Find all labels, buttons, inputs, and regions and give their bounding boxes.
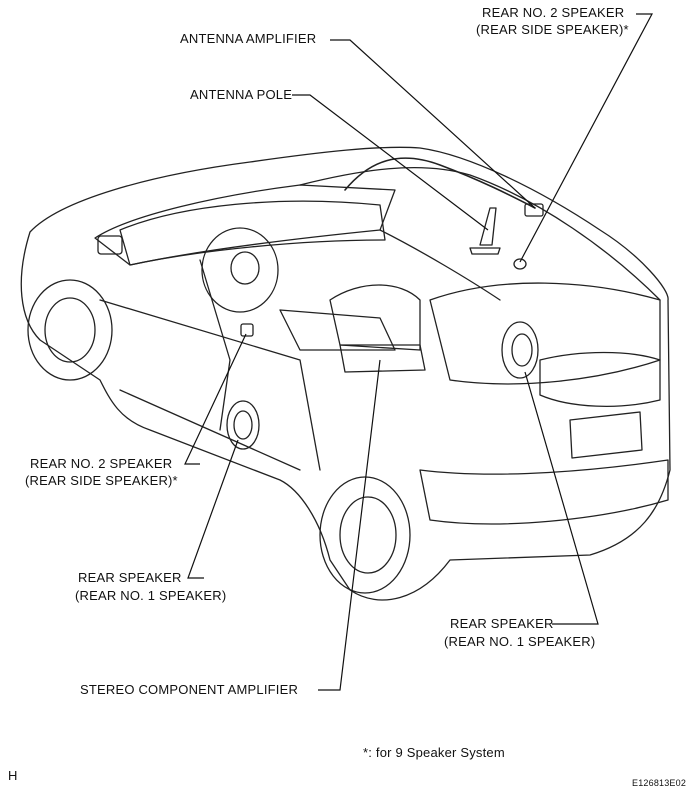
front-wheel (27, 279, 113, 381)
leader-rear-no2-left (184, 333, 247, 465)
roof-line (299, 166, 661, 301)
footnote: *: for 9 Speaker System (363, 745, 505, 760)
center-console (279, 309, 396, 351)
label-antenna-pole: ANTENNA POLE (190, 87, 293, 102)
leader-antenna-amplifier (330, 39, 536, 209)
side-mirror (97, 235, 123, 255)
rear-window-line (379, 229, 501, 301)
antenna-cable (344, 157, 536, 209)
label-rear-no2-top-line1: REAR NO. 2 SPEAKER (482, 5, 625, 20)
steering-hub (230, 251, 260, 285)
windshield (94, 184, 396, 266)
corner-letter: H (8, 768, 18, 783)
rear-side-speaker-left (240, 323, 254, 337)
leader-stereo-amplifier (318, 359, 381, 691)
label-rear-speaker-right-line2: (REAR NO. 1 SPEAKER) (444, 634, 596, 649)
leader-rear-speaker-left (187, 439, 239, 579)
side-sill (119, 389, 301, 471)
leader-rear-speaker-right (524, 371, 599, 625)
rear-speaker-left (226, 400, 260, 450)
label-rear-speaker-right-line1: REAR SPEAKER (450, 616, 554, 631)
label-rear-speaker-left-line1: REAR SPEAKER (78, 570, 182, 585)
rear-seat (329, 284, 421, 351)
antenna-pole-shape (479, 207, 497, 246)
label-stereo-component-amplifier: STEREO COMPONENT AMPLIFIER (80, 682, 299, 697)
rear-side-speaker-right (513, 258, 527, 270)
steering-wheel (201, 227, 279, 313)
tail-lamp (539, 351, 661, 407)
rear-wheel (319, 476, 411, 594)
label-rear-no2-top-line2: (REAR SIDE SPEAKER)* (476, 22, 629, 37)
door-line-2 (199, 259, 231, 431)
rear-speaker-right (501, 321, 539, 379)
figure-code: E126813E02 (632, 778, 687, 788)
stereo-amplifier-shape (339, 344, 426, 373)
dashboard (119, 200, 386, 266)
antenna-amplifier-shape (524, 203, 544, 217)
door-line (99, 299, 321, 471)
rear-bumper (419, 459, 669, 525)
label-rear-no2-left-line2: (REAR SIDE SPEAKER)* (25, 473, 178, 488)
leader-rear-no2-top (519, 13, 653, 263)
rear-hatch (429, 282, 661, 385)
rear-wheel-hub (339, 496, 397, 574)
label-antenna-amplifier: ANTENNA AMPLIFIER (180, 31, 317, 46)
label-rear-speaker-left-line2: (REAR NO. 1 SPEAKER) (75, 588, 227, 603)
leader-antenna-pole (292, 94, 489, 231)
front-wheel-hub (44, 297, 96, 363)
label-rear-no2-left-line1: REAR NO. 2 SPEAKER (30, 456, 173, 471)
car-body-outline (20, 146, 671, 601)
license-plate (569, 411, 643, 459)
